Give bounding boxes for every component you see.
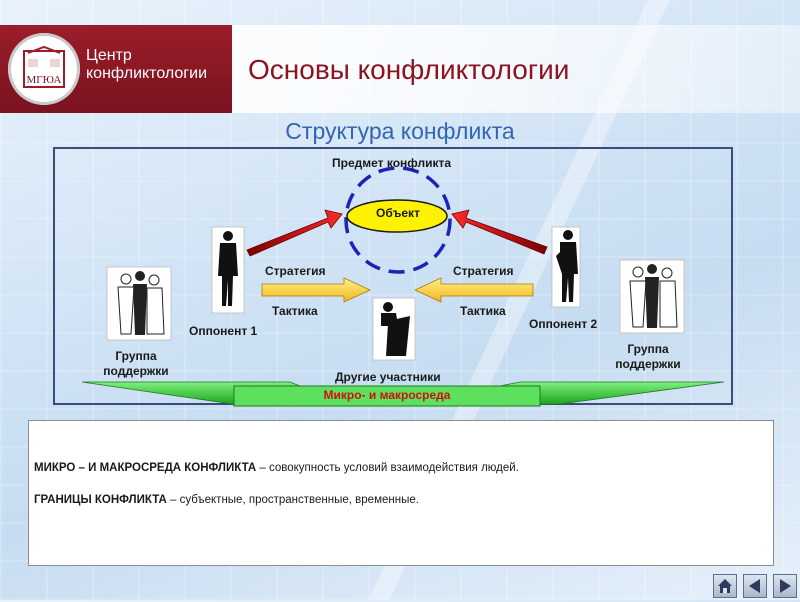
next-slide-button[interactable] (773, 574, 797, 598)
previous-slide-button[interactable] (743, 574, 767, 598)
opponent-1-figure-icon (211, 226, 245, 314)
arrow-right-icon (780, 579, 791, 593)
support-right-line-1: Группа (627, 342, 669, 356)
strategy-label-right: Стратегия (453, 264, 514, 278)
subject-label: Предмет конфликта (332, 156, 452, 170)
logo-mark-text: МГЮА (27, 74, 62, 86)
tactics-label-left: Тактика (272, 304, 318, 318)
subject-dashed-circle (344, 166, 452, 274)
support-group-right-icon (619, 259, 685, 334)
other-participants-label: Другие участники (335, 370, 441, 384)
object-ellipse (346, 199, 448, 233)
support-group-right-label: Группа поддержки (608, 342, 688, 372)
definitions-panel (28, 420, 774, 566)
logo-line-2: конфликтологии (86, 65, 207, 82)
slide-subtitle: Структура конфликта (285, 118, 515, 144)
definition-boundaries: ГРАНИЦЫ КОНФЛИКТА – субъектные, простран… (34, 494, 419, 506)
definition-environment-term: МИКРО – И МАКРОСРЕДА КОНФЛИКТА (34, 462, 257, 474)
logo-panel: МГЮА Центр конфликтологии (0, 25, 232, 113)
home-icon (718, 579, 732, 593)
arrow-left-icon (749, 579, 760, 593)
strategy-arrow-right (451, 209, 548, 255)
logo-line-1: Центр (86, 47, 132, 64)
support-left-line-1: Группа (115, 349, 157, 363)
logo-text: Центр конфликтологии (86, 47, 207, 83)
support-left-line-2: поддержки (103, 364, 169, 378)
support-group-left-label: Группа поддержки (96, 349, 176, 379)
environment-label: Микро- и макросреда (323, 388, 451, 402)
definition-environment: МИКРО – И МАКРОСРЕДА КОНФЛИКТА – совокуп… (34, 462, 519, 474)
university-logo: МГЮА (8, 33, 80, 105)
opponent-2-figure-icon (551, 226, 581, 308)
page-title: Основы конфликтологии (248, 54, 570, 85)
definition-boundaries-text: – субъектные, пространственные, временны… (166, 494, 419, 506)
support-group-left-icon (106, 266, 172, 341)
opponent-1-label: Оппонент 1 (189, 324, 258, 338)
environment-label-box (233, 385, 541, 407)
definition-boundaries-term: ГРАНИЦЫ КОНФЛИКТА (34, 494, 167, 506)
tactic-arrow-right (414, 277, 534, 303)
support-right-line-2: поддержки (615, 357, 681, 371)
strategy-arrow-left (246, 209, 343, 257)
object-label: Объект (376, 206, 420, 220)
opponent-2-label: Оппонент 2 (529, 317, 598, 331)
tactics-label-right: Тактика (460, 304, 506, 318)
definition-environment-text: – совокупность условий взаимодействия лю… (256, 462, 519, 474)
strategy-label-left: Стратегия (265, 264, 326, 278)
tactic-arrow-left (261, 277, 371, 303)
other-participants-icon (372, 297, 416, 361)
logo-emblem-icon: МГЮА (23, 45, 65, 88)
home-button[interactable] (713, 574, 737, 598)
